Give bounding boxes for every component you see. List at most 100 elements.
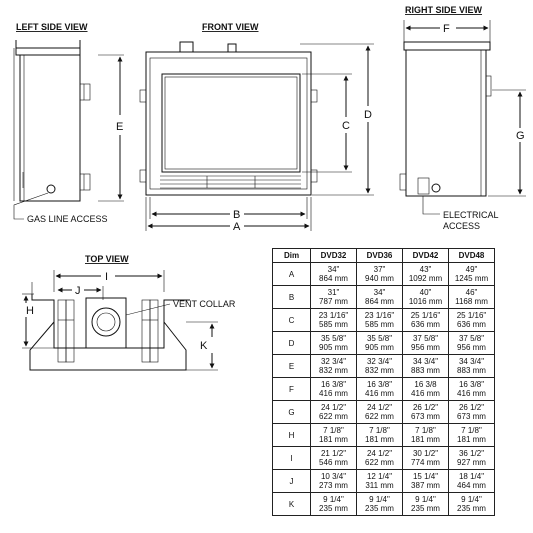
- value-cell: 36 1/2"927 mm: [448, 446, 495, 470]
- value-mm: 311 mm: [365, 481, 394, 490]
- value-inches: 37 5/8": [412, 334, 439, 343]
- gas-line-access-hole: [46, 184, 56, 194]
- dim-label-g: G: [516, 130, 525, 142]
- value-inches: 35 5/8": [320, 334, 347, 343]
- value-inches: 18 1/4": [458, 472, 485, 481]
- dim-cell: K: [272, 492, 311, 516]
- value-inches: 35 5/8": [366, 334, 393, 343]
- value-cell: 34"864 mm: [356, 285, 403, 309]
- value-inches: 25 1/16": [456, 311, 487, 320]
- dim-cell: I: [272, 446, 311, 470]
- dim-cell: J: [272, 469, 311, 493]
- header-dim: Dim: [272, 248, 311, 263]
- value-inches: 16 3/8: [414, 380, 437, 389]
- value-mm: 1245 mm: [454, 274, 489, 283]
- front-view: C D B A: [139, 41, 374, 233]
- value-mm: 864 mm: [319, 274, 348, 283]
- dim-label-i: I: [105, 271, 108, 283]
- value-inches: 24 1/2": [366, 403, 393, 412]
- value-inches: 15 1/4": [412, 472, 439, 481]
- value-mm: 905 mm: [365, 343, 394, 352]
- dim-cell: C: [272, 308, 311, 332]
- value-mm: 927 mm: [457, 458, 486, 467]
- value-mm: 585 mm: [319, 320, 348, 329]
- value-mm: 387 mm: [411, 481, 440, 490]
- value-inches: 10 3/4": [320, 472, 347, 481]
- header-dvd42: DVD42: [402, 248, 449, 263]
- value-mm: 416 mm: [365, 389, 394, 398]
- value-cell: 9 1/4"235 mm: [402, 492, 449, 516]
- value-cell: 31"787 mm: [310, 285, 357, 309]
- value-inches: 24 1/2": [320, 403, 347, 412]
- dim-label-f: F: [443, 23, 450, 35]
- dim-cell: D: [272, 331, 311, 355]
- dim-cell: F: [272, 377, 311, 401]
- header-dvd48: DVD48: [448, 248, 495, 263]
- value-cell: 43"1092 mm: [402, 262, 449, 286]
- value-cell: 7 1/8"181 mm: [310, 423, 357, 447]
- value-mm: 1168 mm: [455, 297, 488, 306]
- value-inches: 9 1/4": [461, 495, 482, 504]
- value-inches: 12 1/4": [366, 472, 393, 481]
- value-mm: 235 mm: [457, 504, 486, 513]
- dim-label-j: J: [75, 285, 81, 297]
- value-cell: 34"864 mm: [310, 262, 357, 286]
- value-inches: 30 1/2": [412, 449, 439, 458]
- gas-line-access-label: GAS LINE ACCESS: [27, 214, 108, 224]
- value-inches: 37": [373, 265, 386, 274]
- value-mm: 622 mm: [319, 412, 348, 421]
- value-mm: 181 mm: [411, 435, 440, 444]
- value-inches: 7 1/8": [415, 426, 436, 435]
- value-mm: 181 mm: [365, 435, 394, 444]
- value-inches: 23 1/16": [364, 311, 395, 320]
- value-inches: 43": [419, 265, 432, 274]
- dim-label-k: K: [200, 340, 208, 352]
- top-view-title: TOP VIEW: [85, 254, 129, 264]
- value-mm: 883 mm: [411, 366, 440, 375]
- value-inches: 46": [465, 288, 478, 297]
- value-cell: 25 1/16"636 mm: [402, 308, 449, 332]
- right-side-view-title: RIGHT SIDE VIEW: [405, 5, 483, 15]
- value-cell: 49"1245 mm: [448, 262, 495, 286]
- dim-label-b: B: [233, 209, 240, 221]
- dim-label-c: C: [342, 120, 350, 132]
- table-header-row: Dim DVD32 DVD36 DVD42 DVD48: [272, 248, 495, 263]
- value-cell: 21 1/2"546 mm: [310, 446, 357, 470]
- value-cell: 9 1/4"235 mm: [310, 492, 357, 516]
- left-side-view-title: LEFT SIDE VIEW: [16, 22, 88, 32]
- dim-cell: B: [272, 285, 311, 309]
- value-cell: 26 1/2"673 mm: [402, 400, 449, 424]
- dim-cell: A: [272, 262, 311, 286]
- value-inches: 7 1/8": [369, 426, 390, 435]
- value-cell: 37 5/8"956 mm: [448, 331, 495, 355]
- value-cell: 23 1/16"585 mm: [310, 308, 357, 332]
- value-inches: 9 1/4": [369, 495, 390, 504]
- value-inches: 37 5/8": [458, 334, 485, 343]
- dim-label-h: H: [26, 305, 34, 317]
- value-mm: 416 mm: [319, 389, 348, 398]
- value-mm: 956 mm: [411, 343, 440, 352]
- value-inches: 23 1/16": [318, 311, 349, 320]
- electrical-access-label-1: ELECTRICAL: [443, 210, 499, 220]
- value-cell: 34 3/4"883 mm: [402, 354, 449, 378]
- value-mm: 1016 mm: [408, 297, 443, 306]
- value-mm: 1092 mm: [408, 274, 443, 283]
- value-cell: 24 1/2"622 mm: [356, 446, 403, 470]
- value-mm: 832 mm: [319, 366, 348, 375]
- value-mm: 622 mm: [365, 458, 394, 467]
- value-cell: 7 1/8"181 mm: [448, 423, 495, 447]
- value-inches: 32 3/4": [320, 357, 347, 366]
- value-inches: 7 1/8": [461, 426, 482, 435]
- value-cell: 24 1/2"622 mm: [356, 400, 403, 424]
- value-mm: 636 mm: [411, 320, 440, 329]
- value-inches: 32 3/4": [366, 357, 393, 366]
- value-mm: 883 mm: [457, 366, 486, 375]
- value-mm: 416 mm: [457, 389, 486, 398]
- value-cell: 24 1/2"622 mm: [310, 400, 357, 424]
- value-mm: 905 mm: [319, 343, 348, 352]
- value-cell: 16 3/8"416 mm: [356, 377, 403, 401]
